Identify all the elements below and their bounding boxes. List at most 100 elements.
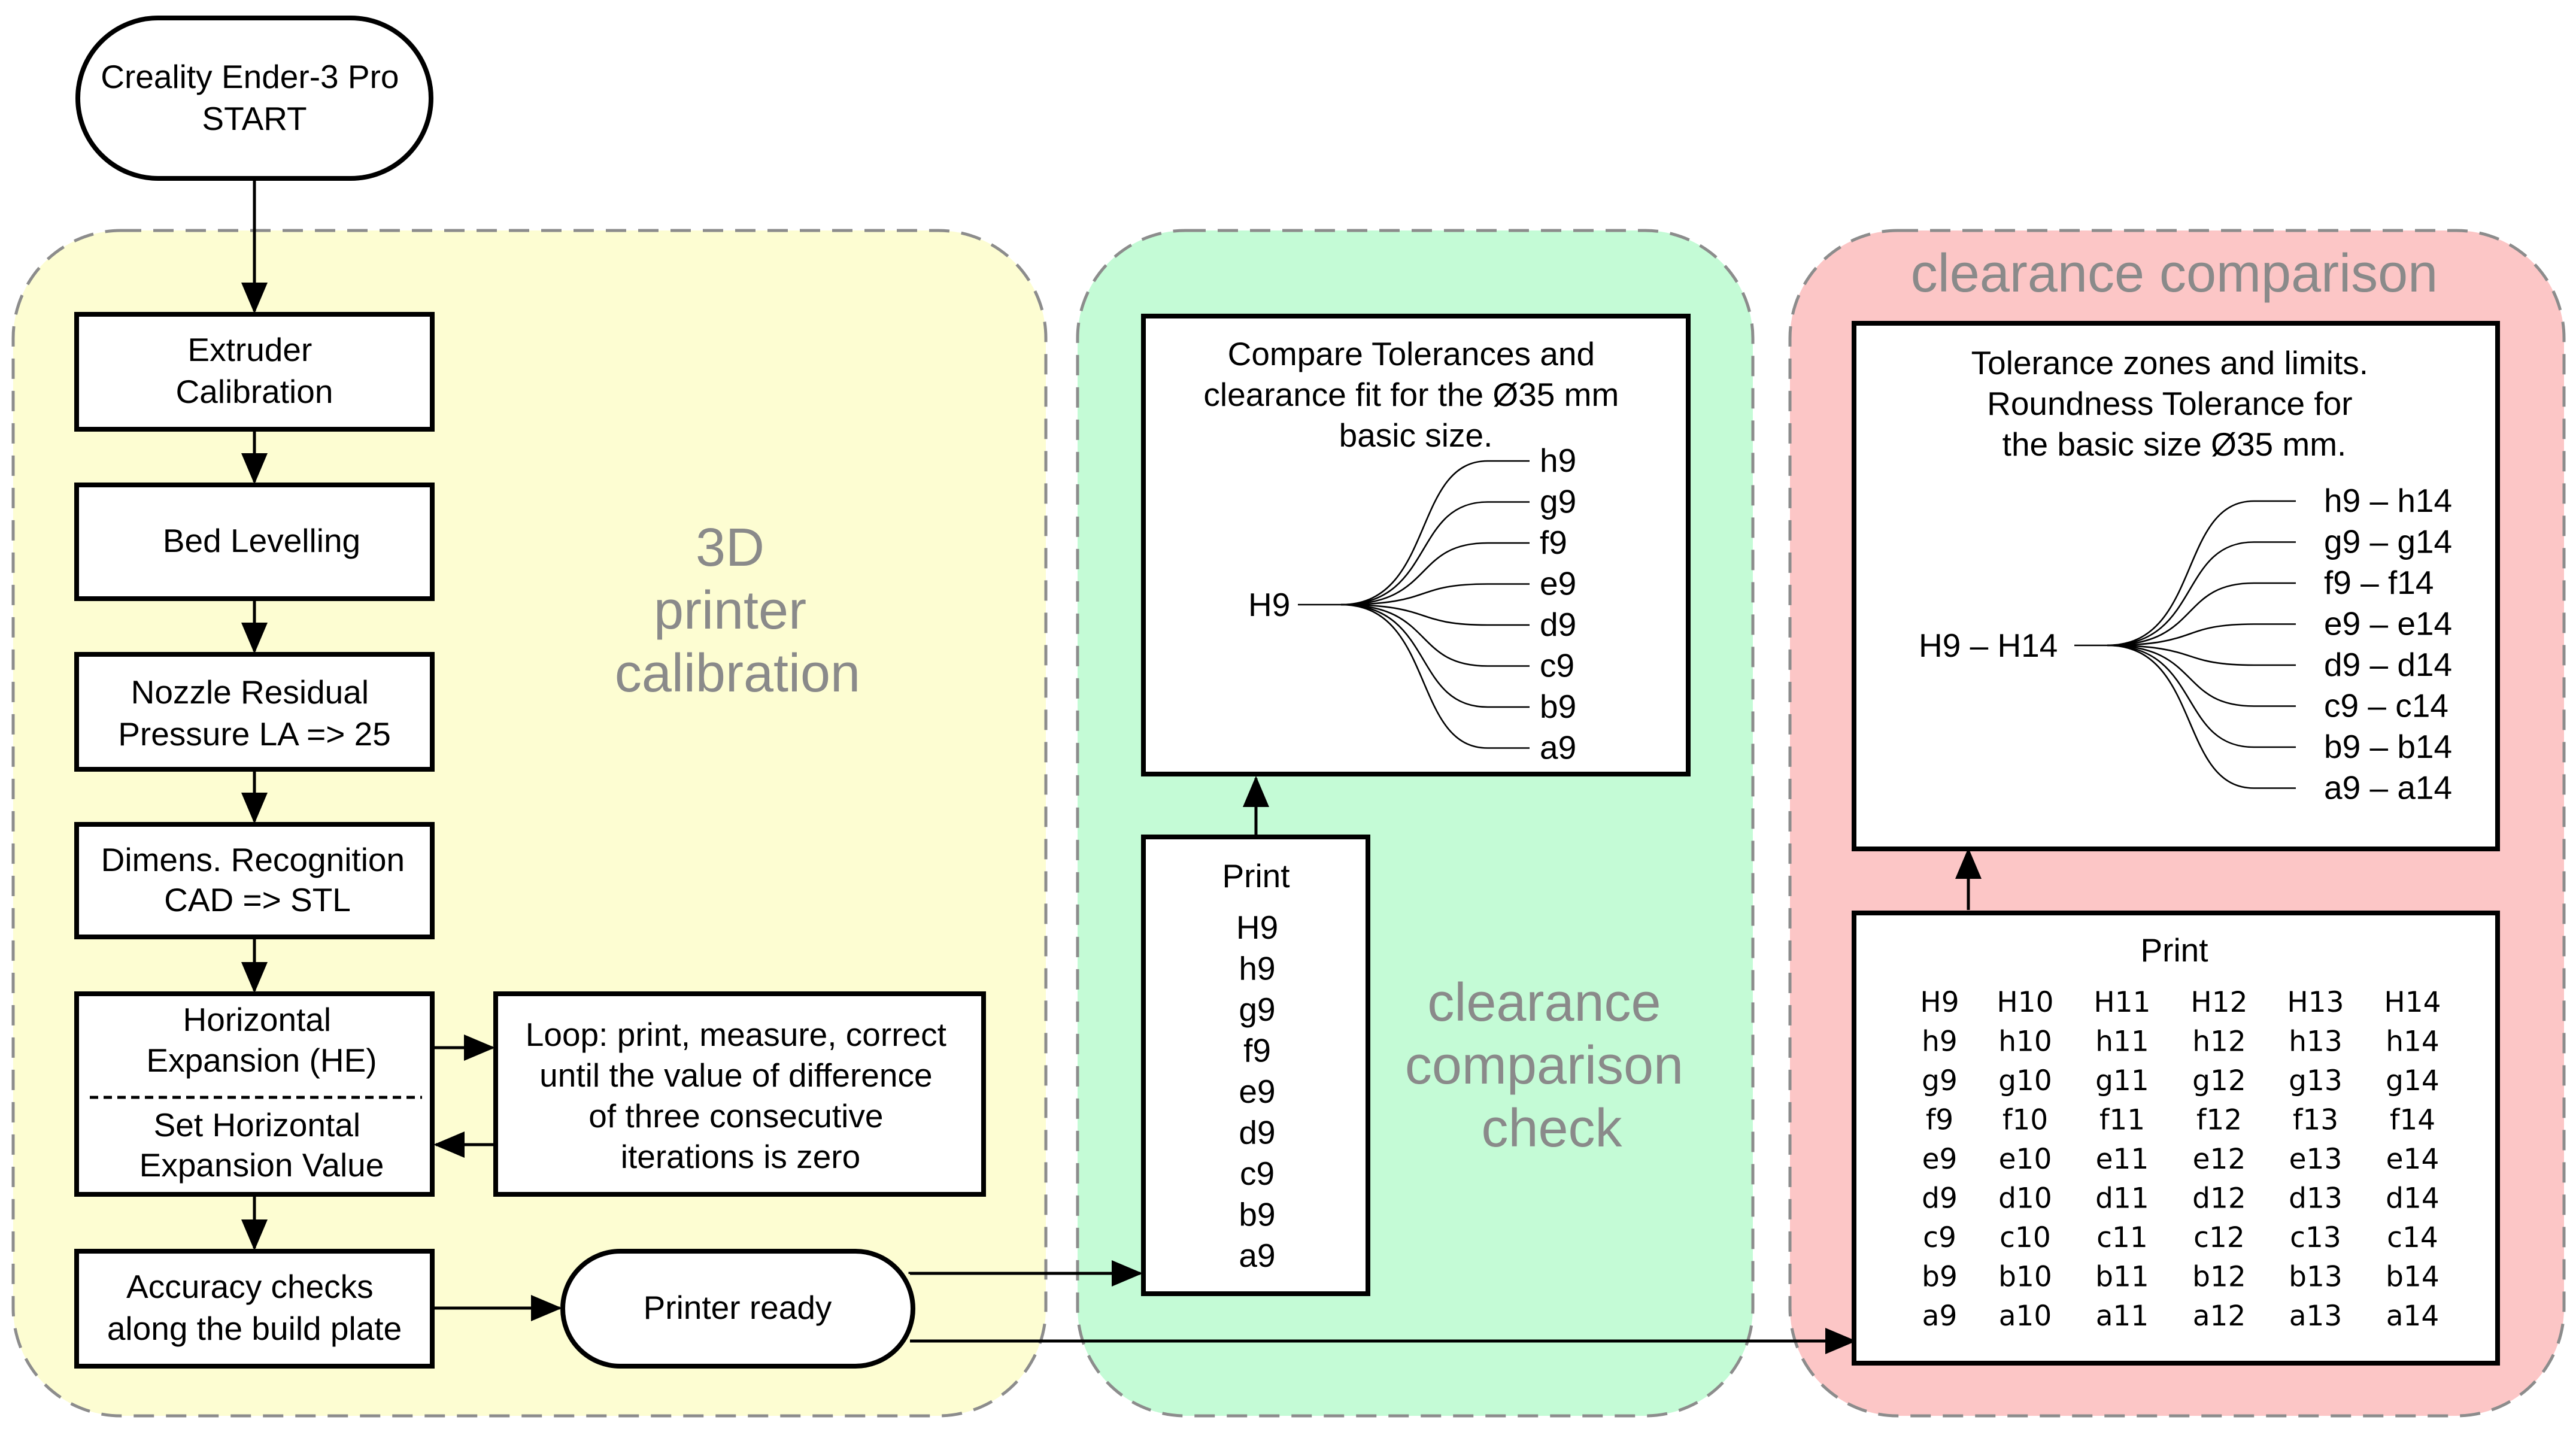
grid-cell: d12 <box>2192 1182 2246 1215</box>
tolerance-zones-title: Tolerance zones and limits. Roundness To… <box>1971 344 2378 463</box>
grid-cell: g9 <box>1922 1064 1958 1097</box>
grid-cell: h14 <box>2386 1026 2440 1058</box>
arrow-ready-to-check-print <box>908 1260 1143 1287</box>
grid-cell: g14 <box>2386 1064 2440 1097</box>
comparison-tree-branch-label: d9 – d14 <box>2324 646 2452 683</box>
comparison-tree-branch-label: a9 – a14 <box>2324 769 2452 806</box>
check-tree-root: H9 <box>1248 586 1290 623</box>
grid-cell: c12 <box>2193 1221 2245 1254</box>
grid-cell: a14 <box>2386 1300 2440 1333</box>
grid-cell: f9 <box>1926 1104 1953 1137</box>
check-tree-branch-label: d9 <box>1540 606 1576 643</box>
extruder-calibration-box: Extruder Calibration <box>74 312 435 432</box>
check-print-item: e9 <box>1239 1073 1275 1110</box>
grid-cell: b9 <box>1922 1261 1958 1294</box>
grid-cell: h13 <box>2289 1026 2343 1058</box>
nozzle-pressure-box: Nozzle Residual Pressure LA => 25 <box>74 652 435 772</box>
grid-cell: H10 <box>1997 986 2053 1019</box>
grid-cell: g11 <box>2095 1064 2149 1097</box>
check-tree-branch-label: c9 <box>1540 647 1574 684</box>
check-print-item: d9 <box>1239 1114 1275 1151</box>
grid-cell: b14 <box>2386 1261 2440 1294</box>
check-tree-branch-line <box>1340 583 1530 606</box>
grid-cell: H9 <box>1920 986 1959 1019</box>
grid-cell: a9 <box>1922 1300 1958 1333</box>
grid-cell: H14 <box>2384 986 2441 1019</box>
check-tree-branch-line <box>1340 460 1530 606</box>
printer-ready-terminal: Printer ready <box>560 1249 915 1369</box>
check-tree-branch-label: f9 <box>1540 524 1567 561</box>
check-tree-branch-label: g9 <box>1540 483 1576 520</box>
grid-cell: g13 <box>2289 1064 2343 1097</box>
check-tree-branch-label: b9 <box>1540 688 1576 725</box>
grid-cell: b13 <box>2289 1261 2343 1294</box>
grid-cell: h10 <box>1998 1026 2052 1058</box>
comparison-tree-branch-label: f9 – f14 <box>2324 564 2434 601</box>
grid-cell: b11 <box>2095 1261 2149 1294</box>
check-print-title: Print <box>1222 857 1289 894</box>
grid-cell: a12 <box>2193 1300 2246 1333</box>
comparison-tree-root: H9 – H14 <box>1919 627 2058 664</box>
bed-levelling-box: Bed Levelling <box>74 483 435 601</box>
comparison-tree-branch-line <box>2107 644 2296 666</box>
grid-cell: H12 <box>2190 986 2247 1019</box>
check-print-item: g9 <box>1239 991 1275 1028</box>
grid-cell: h9 <box>1922 1026 1958 1058</box>
check-tree-branch-line <box>1340 603 1530 749</box>
check-tree-branch-label: e9 <box>1540 565 1576 602</box>
grid-cell: h12 <box>2192 1026 2246 1058</box>
comparison-tree-branch-label: g9 – g14 <box>2324 523 2452 560</box>
check-tree-branch-label: a9 <box>1540 729 1576 766</box>
grid-cell: b10 <box>1998 1261 2052 1294</box>
grid-cell: e12 <box>2193 1143 2246 1176</box>
tolerance-zones-box: Tolerance zones and limits. Roundness To… <box>1852 321 2500 851</box>
horizontal-expansion-label: Horizontal Expansion (HE) <box>146 1001 377 1079</box>
comparison-tree-branch-label: c9 – c14 <box>2324 687 2448 724</box>
grid-cell: c14 <box>2387 1221 2438 1254</box>
start-terminal: Creality Ender-3 Pro START <box>75 16 433 181</box>
comparison-print-title: Print <box>2140 932 2208 969</box>
check-print-item: b9 <box>1239 1196 1275 1233</box>
comparison-tree-branch-line <box>2107 582 2296 647</box>
svg-text:Accuracy checks along th: Accuracy checks along the build plate <box>107 1268 402 1347</box>
comparison-tree-branch-label: e9 – e14 <box>2324 605 2452 642</box>
svg-text:Loop: print, measure, correct: Loop: print, measure, correct until the … <box>526 1016 955 1175</box>
comparison-tolerance-tree: h9 – h14 g9 – g14 f9 – f14 e9 – e14 d9 – d14… <box>2107 482 2452 806</box>
grid-cell: f11 <box>2099 1104 2145 1137</box>
comparison-tree-branch-label: h9 – h14 <box>2324 482 2452 519</box>
calibration-region-title: 3D printer calibration <box>615 518 860 703</box>
accuracy-checks-box: Accuracy checks along the build plate <box>74 1249 435 1369</box>
grid-cell: a10 <box>1999 1300 2052 1333</box>
comparison-tree-branch-line <box>2107 623 2296 647</box>
loop-box: Loop: print, measure, correct until the … <box>493 991 986 1197</box>
check-print-item: f9 <box>1243 1032 1271 1069</box>
compare-tolerances-title: Compare Tolerances and clearance fit for… <box>1203 335 1628 454</box>
grid-cell: b12 <box>2192 1261 2246 1294</box>
grid-cell: e9 <box>1922 1143 1958 1176</box>
check-tree-branch-line <box>1340 603 1530 667</box>
comparison-region-title: clearance comparison <box>1911 244 2438 304</box>
grid-cell: d14 <box>2386 1182 2440 1215</box>
grid-cell: f14 <box>2390 1104 2435 1137</box>
grid-cell: H11 <box>2093 986 2150 1019</box>
grid-cell: c9 <box>1923 1221 1956 1254</box>
check-region-title: clearance comparison check <box>1405 973 1698 1158</box>
svg-text:Creality Ender-3 Pro STA: Creality Ender-3 Pro START <box>101 58 408 137</box>
svg-text:Nozzle Residual Pressure: Nozzle Residual Pressure LA => 25 <box>118 673 391 753</box>
comparison-tree-branch-line <box>2107 644 2296 748</box>
grid-cell: c10 <box>1999 1221 2051 1254</box>
svg-text:Printer ready: Printer ready <box>644 1289 832 1326</box>
check-print-item: H9 <box>1236 909 1278 946</box>
check-print-item: h9 <box>1239 950 1275 987</box>
compare-tolerances-box: Compare Tolerances and clearance fit for… <box>1141 314 1691 776</box>
grid-cell: a13 <box>2289 1300 2343 1333</box>
connectors <box>241 180 1982 1354</box>
comparison-tree-branch-line <box>2107 644 2296 707</box>
grid-cell: h11 <box>2095 1026 2149 1058</box>
grid-cell: c13 <box>2290 1221 2341 1254</box>
grid-cell: a11 <box>2096 1300 2149 1333</box>
